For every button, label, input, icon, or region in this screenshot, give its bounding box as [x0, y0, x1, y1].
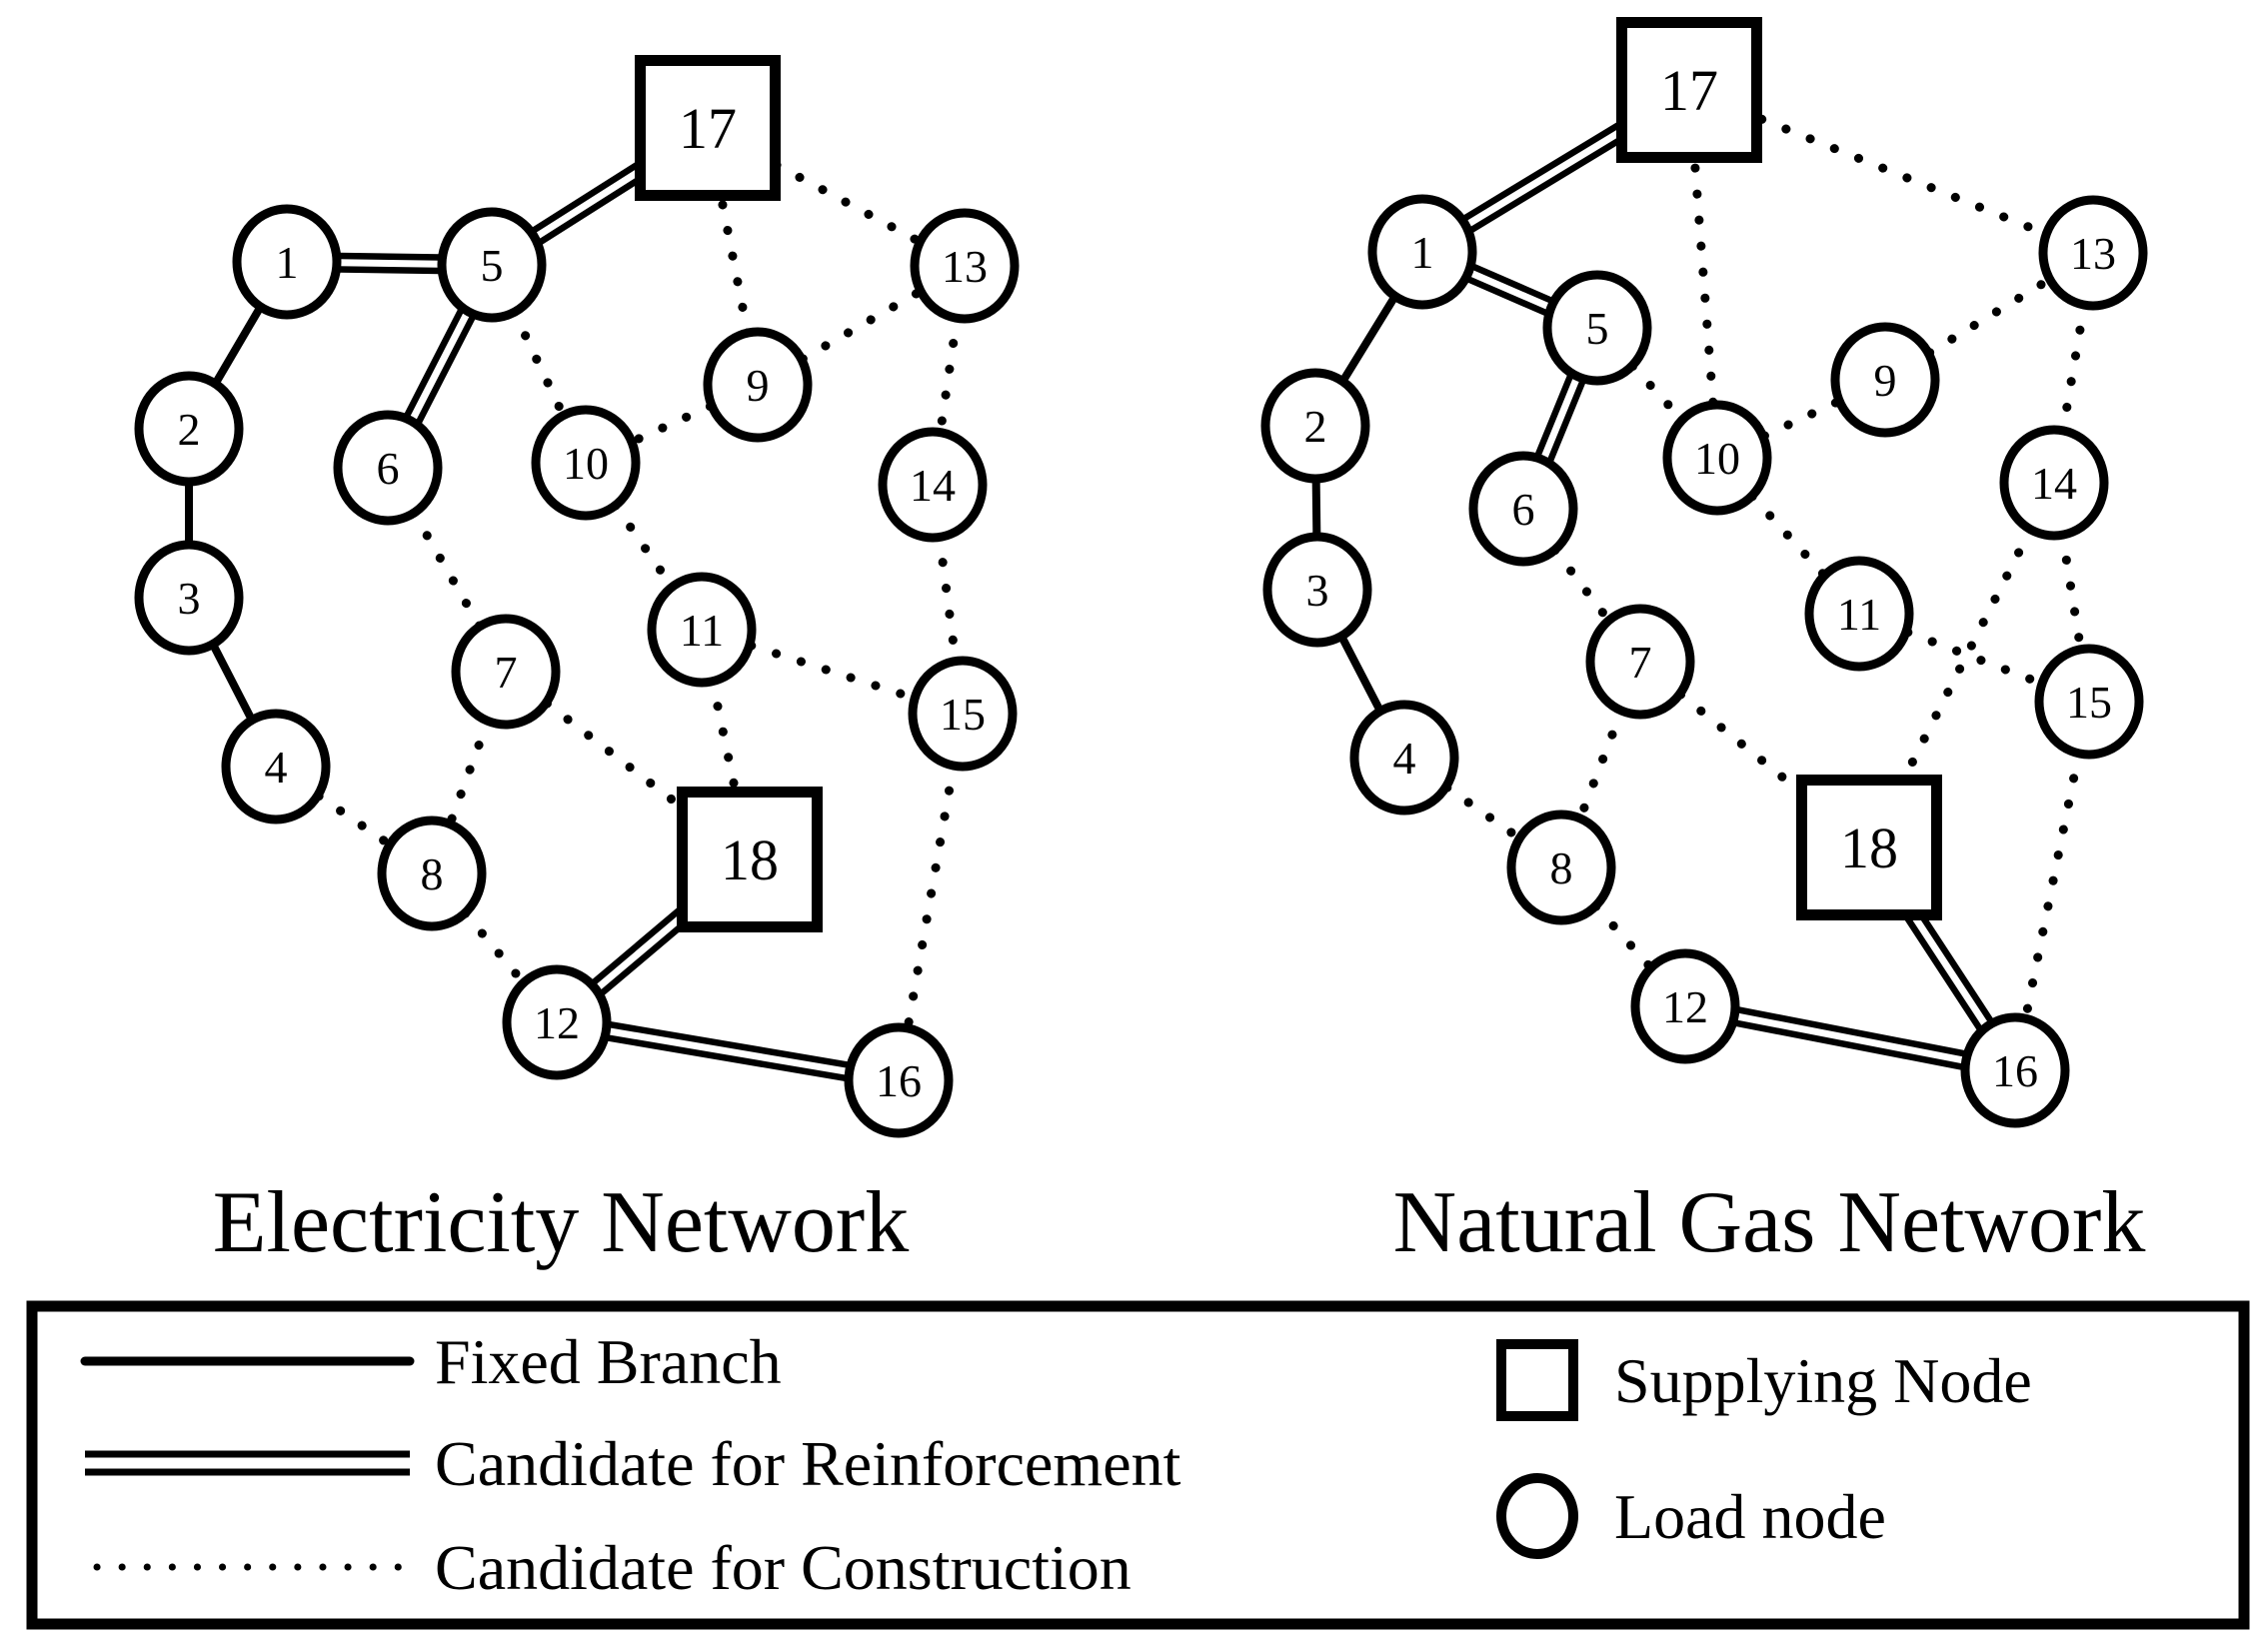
legend-label-fixed-branch: Fixed Branch — [435, 1326, 782, 1397]
edge-construction-17-13 — [1684, 85, 2098, 258]
supplying-node-icon — [1496, 1339, 1578, 1421]
node-label-7: 7 — [495, 647, 518, 698]
edge-construction-10-11 — [1712, 453, 1864, 619]
node-label-13: 13 — [942, 241, 988, 292]
node-label-15: 15 — [2066, 677, 2112, 728]
supplying-node-17 — [635, 55, 781, 201]
node-label-5: 5 — [481, 240, 504, 291]
node-label-1: 1 — [1411, 227, 1434, 278]
natural-gas-network-caption: Natural Gas Network — [1393, 1174, 2146, 1271]
node-label-10: 10 — [563, 438, 609, 489]
node-label-5: 5 — [1586, 303, 1609, 354]
node-label-18: 18 — [1840, 816, 1898, 880]
load-node-7 — [1585, 604, 1695, 720]
node-label-2: 2 — [1304, 401, 1327, 452]
node-label-11: 11 — [1837, 589, 1881, 640]
load-node-2 — [134, 371, 244, 487]
load-node-9 — [1830, 322, 1940, 438]
load-node-3 — [134, 540, 244, 656]
electricity-network-caption: Electricity Network — [213, 1174, 909, 1271]
legend-label-supplying-node: Supplying Node — [1614, 1345, 2032, 1416]
load-node-10 — [531, 405, 641, 521]
load-node-13 — [910, 208, 1020, 324]
edge-construction-10-11 — [581, 458, 707, 635]
node-label-9: 9 — [1874, 355, 1897, 406]
node-label-6: 6 — [377, 443, 400, 494]
node-label-3: 3 — [1306, 565, 1329, 616]
load-node-13 — [2038, 195, 2148, 311]
load-node-1 — [232, 204, 342, 320]
legend-label-candidate-construction: Candidate for Construction — [435, 1532, 1132, 1603]
reinforcement-line-icon — [85, 1450, 410, 1476]
load-node-8 — [1506, 810, 1616, 925]
edge-reinforcement-12-16 — [555, 1012, 901, 1090]
load-node-1 — [1367, 194, 1477, 310]
node-label-2: 2 — [178, 404, 201, 455]
node-label-16: 16 — [1992, 1045, 2038, 1096]
node-label-12: 12 — [1662, 981, 1708, 1032]
legend-label-candidate-reinforcement: Candidate for Reinforcement — [435, 1428, 1181, 1499]
node-label-6: 6 — [1512, 484, 1535, 535]
load-node-4 — [1349, 700, 1459, 816]
load-node-6 — [333, 410, 443, 526]
node-label-7: 7 — [1629, 637, 1652, 688]
node-label-9: 9 — [747, 360, 770, 411]
legend: Fixed Branch Candidate for Reinforcement… — [26, 1300, 2250, 1630]
edge-construction-17-10 — [1684, 85, 1722, 463]
legend-label-load-node: Load node — [1614, 1481, 1886, 1552]
edge-construction-17-9 — [703, 123, 763, 390]
load-node-11 — [647, 572, 757, 688]
node-label-8: 8 — [421, 848, 444, 899]
load-node-5 — [1542, 270, 1652, 386]
load-node-icon — [1496, 1473, 1578, 1559]
load-node-10 — [1662, 400, 1772, 516]
node-label-17: 17 — [679, 96, 737, 161]
load-node-15 — [2034, 644, 2144, 760]
load-node-15 — [908, 656, 1018, 772]
load-node-2 — [1260, 368, 1370, 484]
load-node-14 — [878, 427, 988, 543]
edge-reinforcement-12-16 — [1683, 996, 2017, 1080]
load-node-5 — [437, 207, 547, 323]
load-node-12 — [502, 964, 612, 1080]
node-label-12: 12 — [534, 997, 580, 1048]
node-label-18: 18 — [721, 827, 779, 892]
supplying-node-18 — [677, 787, 823, 932]
load-node-14 — [1999, 425, 2109, 541]
load-node-16 — [1960, 1012, 2070, 1128]
node-label-4: 4 — [1393, 733, 1416, 784]
load-node-4 — [221, 709, 331, 825]
node-label-11: 11 — [680, 605, 724, 656]
load-node-12 — [1630, 948, 1740, 1064]
node-label-13: 13 — [2070, 228, 2116, 279]
node-label-10: 10 — [1694, 433, 1740, 484]
load-node-16 — [844, 1022, 954, 1138]
node-label-3: 3 — [178, 573, 201, 624]
legend-border — [26, 1300, 2250, 1630]
load-node-3 — [1262, 532, 1372, 648]
load-node-8 — [377, 816, 487, 931]
load-node-11 — [1804, 556, 1914, 672]
load-node-6 — [1468, 451, 1578, 567]
node-label-16: 16 — [876, 1055, 922, 1106]
node-label-14: 14 — [910, 460, 956, 511]
node-label-15: 15 — [940, 689, 986, 740]
node-label-17: 17 — [1660, 58, 1718, 123]
node-label-1: 1 — [276, 237, 299, 288]
supplying-node-18 — [1796, 775, 1942, 920]
node-label-8: 8 — [1550, 842, 1573, 893]
node-label-14: 14 — [2031, 458, 2077, 509]
load-node-9 — [703, 327, 813, 443]
edge-construction-15-16 — [2010, 697, 2094, 1075]
load-node-7 — [451, 614, 561, 730]
edge-construction-15-16 — [894, 709, 968, 1085]
supplying-node-17 — [1616, 17, 1762, 163]
node-label-4: 4 — [265, 742, 288, 793]
